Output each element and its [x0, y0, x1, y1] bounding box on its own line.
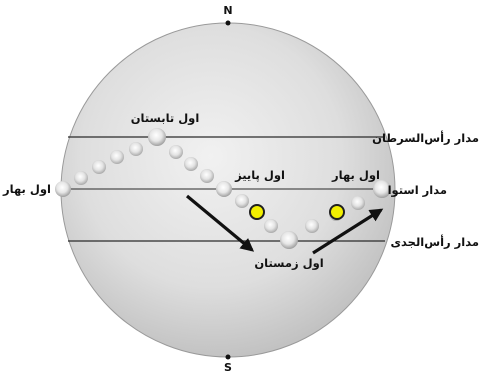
- north-pole-dot: [226, 21, 231, 26]
- tropic-of-capricorn-label: مدار رأس‌الجدی: [391, 234, 479, 249]
- sun-path-dot: [74, 171, 88, 185]
- sun-path-dot: [280, 231, 298, 249]
- south-pole-label: S: [224, 361, 232, 374]
- sun-path-dot: [148, 128, 166, 146]
- label-summer: اول تابستان: [131, 111, 200, 126]
- sun-marker-spring: [330, 205, 344, 219]
- sun-path-dot: [129, 142, 143, 156]
- sun-path-dot: [169, 145, 183, 159]
- sun-path-dot: [216, 181, 232, 197]
- sun-path-dot: [110, 150, 124, 164]
- north-pole-label: N: [223, 4, 232, 17]
- sun-path-dot: [184, 157, 198, 171]
- equator-label: مدار استوا: [388, 183, 447, 198]
- sun-path-dot: [55, 181, 71, 197]
- sun-path-dot: [351, 196, 365, 210]
- sun-path-dot: [92, 160, 106, 174]
- label-autumn: اول پاییز: [234, 168, 285, 183]
- sun-path-dot: [264, 219, 278, 233]
- tropic-of-cancer-label: مدار رأس‌السرطان: [372, 130, 479, 145]
- label-spring-left: اول بهار: [2, 182, 51, 197]
- label-spring-right: اول بهار: [331, 168, 380, 183]
- sun-marker-autumn: [250, 205, 264, 219]
- south-pole-dot: [226, 355, 231, 360]
- sun-path-dot: [305, 219, 319, 233]
- label-winter: اول زمستان: [254, 256, 323, 271]
- sun-path-dot: [235, 194, 249, 208]
- sun-path-dot: [200, 169, 214, 183]
